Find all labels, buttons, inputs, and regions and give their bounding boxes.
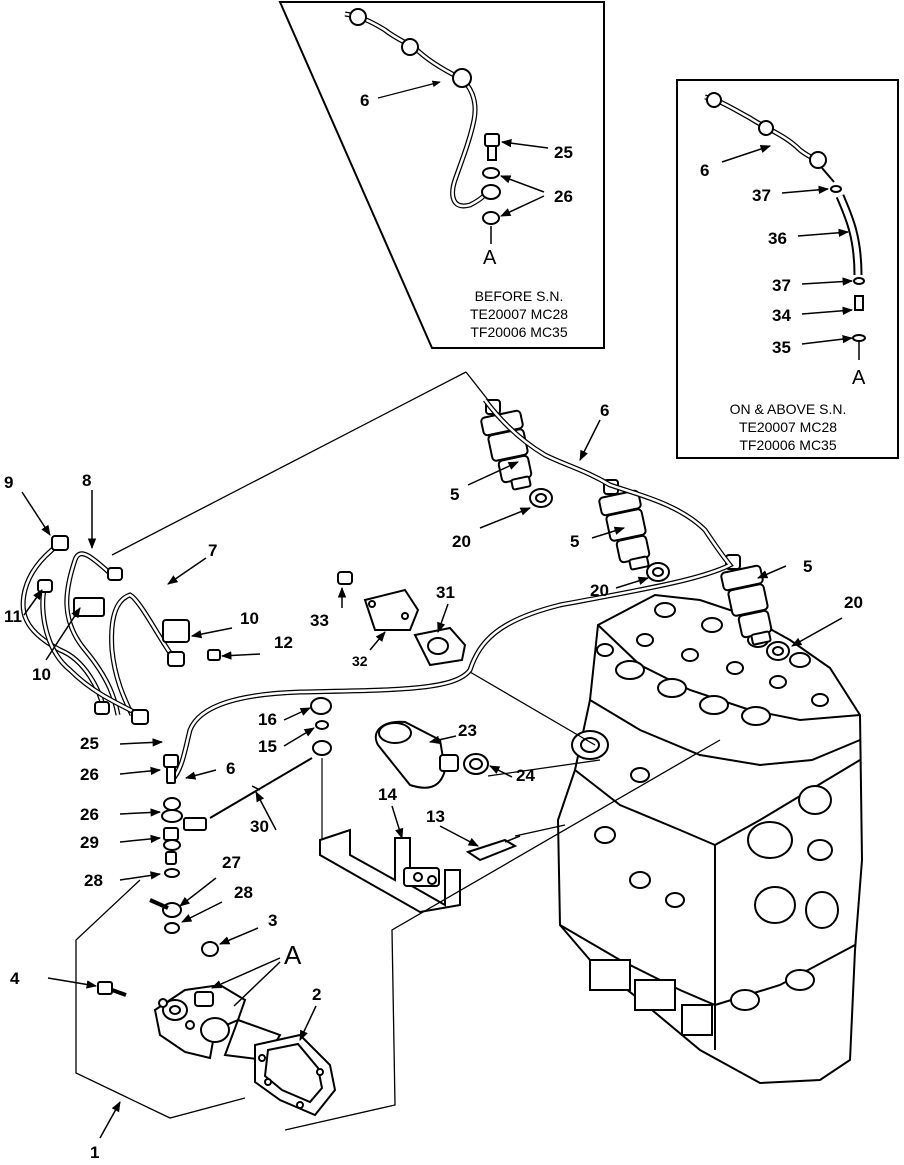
callout-12: 12 xyxy=(274,633,293,652)
callout-26a: 26 xyxy=(80,765,99,784)
callout-7: 7 xyxy=(208,541,217,560)
callout-inset-after-37b: 37 xyxy=(772,276,791,295)
callout-20b: 20 xyxy=(590,581,609,600)
callout-8: 8 xyxy=(82,471,91,490)
injector-3 xyxy=(720,554,773,646)
callout-6-lower: 6 xyxy=(226,759,235,778)
callout-2: 2 xyxy=(312,985,321,1004)
bracket-assembly xyxy=(319,828,521,914)
callout-13: 13 xyxy=(426,807,445,826)
stop-solenoid xyxy=(375,720,489,789)
callout-23: 23 xyxy=(458,721,477,740)
inset-after-caption-line3: TF20006 MC35 xyxy=(739,437,837,453)
callout-5a: 5 xyxy=(450,485,459,504)
callout-25: 25 xyxy=(80,734,99,753)
callout-inset-after-37a: 37 xyxy=(752,186,771,205)
callout-32: 32 xyxy=(352,653,368,669)
callout-29: 29 xyxy=(80,833,99,852)
callout-31: 31 xyxy=(436,583,455,602)
inset-before-caption-line3: TF20006 MC35 xyxy=(470,324,568,340)
inset-before-caption-line1: BEFORE S.N. xyxy=(474,288,564,304)
callout-20c: 20 xyxy=(844,593,863,612)
callout-inset-before-6: 6 xyxy=(360,91,369,110)
callout-26b: 26 xyxy=(80,805,99,824)
callout-27: 27 xyxy=(222,853,241,872)
callout-A-main: A xyxy=(284,940,302,970)
callout-inset-after-34: 34 xyxy=(772,306,791,325)
injector-seals xyxy=(529,488,790,661)
injection-pump xyxy=(97,941,337,1117)
callout-1: 1 xyxy=(90,1143,99,1162)
inset-after-caption-line2: TE20007 MC28 xyxy=(738,419,838,435)
callout-30: 30 xyxy=(250,817,269,836)
fuel-fittings xyxy=(149,754,183,934)
callout-inset-after-35: 35 xyxy=(772,338,791,357)
main-callouts: 5 5 5 6 6 20 20 20 7 8 9 10 10 11 12 33 … xyxy=(4,401,863,1162)
inset-before-caption-line2: TE20007 MC28 xyxy=(469,306,569,322)
cover-plate xyxy=(337,571,467,667)
callout-28a: 28 xyxy=(84,871,103,890)
main-leaders xyxy=(21,419,843,1139)
callout-33: 33 xyxy=(310,611,329,630)
callout-24: 24 xyxy=(516,766,535,785)
engine-block xyxy=(556,593,864,1085)
injector-2 xyxy=(598,479,651,571)
callout-11: 11 xyxy=(4,607,22,626)
callout-inset-before-A: A xyxy=(483,247,497,269)
callout-10a: 10 xyxy=(240,609,259,628)
callout-inset-after-A: A xyxy=(852,367,866,389)
inset-before-box: 6 25 26 A xyxy=(278,1,605,349)
callout-15: 15 xyxy=(258,737,277,756)
sensor-wire xyxy=(183,697,332,840)
callout-inset-after-36: 36 xyxy=(768,229,787,248)
callout-inset-before-25: 25 xyxy=(554,143,573,162)
callout-6-main: 6 xyxy=(600,401,609,420)
callout-28b: 28 xyxy=(234,883,253,902)
inset-after-caption-line1: ON & ABOVE S.N. xyxy=(729,401,847,417)
leak-off-line xyxy=(170,398,734,782)
callout-5c: 5 xyxy=(803,557,812,576)
inset-after-caption: ON & ABOVE S.N. TE20007 MC28 TF20006 MC3… xyxy=(700,400,876,454)
callout-14: 14 xyxy=(378,785,397,804)
inset-after-box: 6 37 36 37 34 35 A xyxy=(676,79,899,459)
callout-inset-after-6: 6 xyxy=(700,161,709,180)
injection-lines xyxy=(20,543,178,718)
callout-4: 4 xyxy=(10,969,20,988)
inset-before-caption: BEFORE S.N. TE20007 MC28 TF20006 MC35 xyxy=(452,287,586,341)
callout-5b: 5 xyxy=(570,532,579,551)
injection-line-nuts xyxy=(37,535,221,725)
callout-10b: 10 xyxy=(32,665,51,684)
callout-9: 9 xyxy=(4,473,13,492)
callout-16: 16 xyxy=(258,710,277,729)
group-outlines xyxy=(75,371,721,1131)
callout-20a: 20 xyxy=(452,532,471,551)
callout-inset-before-26: 26 xyxy=(554,187,573,206)
callout-3: 3 xyxy=(268,911,277,930)
